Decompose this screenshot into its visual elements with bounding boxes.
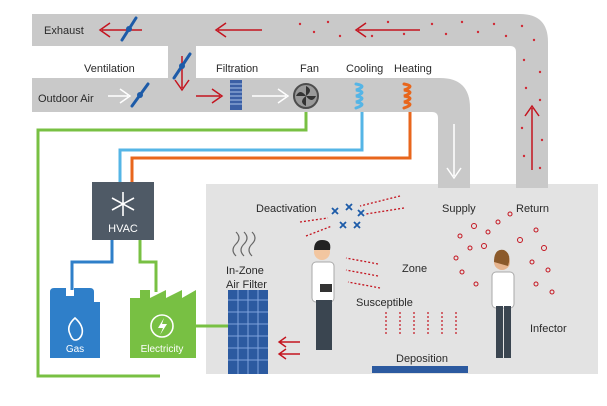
zone-room [206,184,598,374]
hvac-unit: HVAC [92,182,154,240]
exhaust-arrow-1 [98,22,142,38]
ventilation-label: Ventilation [84,63,135,75]
exhaust-particles [298,20,544,170]
cooling-coil [354,82,364,110]
in-zone-arrows [277,336,300,360]
snowflake-icon [111,192,135,216]
air-puff-icon [232,231,256,257]
utility-lines [36,112,412,378]
susceptible-label: Susceptible [356,297,413,309]
deposition-arrows [385,312,457,336]
gas-label: Gas [66,344,84,355]
deactivation-arrows [299,195,405,237]
electricity-label: Electricity [141,344,184,355]
supply-label: Supply [442,203,476,215]
air-filter-label: Air Filter [226,279,267,291]
filtration-label: Filtration [216,63,258,75]
green-line [36,112,308,378]
lightning-icon [150,314,174,338]
gas-unit: Gas [50,288,100,358]
exhaust-arrow-2 [214,22,262,38]
orange-line [130,112,412,184]
outdoor-air-label: Outdoor Air [38,93,94,105]
blue-line [118,112,364,184]
exhaust-duct [32,14,548,186]
deposition-surface [372,366,468,373]
supply-duct [32,78,470,186]
airflow-arrows [98,22,540,180]
flame-icon [68,316,84,341]
susceptible-arrows [345,257,381,289]
electricity-unit: Electricity [130,290,196,358]
cooling-label: Cooling [346,63,383,75]
hvac-label: HVAC [108,223,138,235]
heating-label: Heating [394,63,432,75]
fan-icon [293,83,319,109]
air-filter-icon [228,290,268,374]
infector-person [491,249,515,358]
deposition-label: Deposition [396,353,448,365]
zone-label: Zone [402,263,427,275]
infector-label: Infector [530,323,567,335]
duct-system [32,14,548,188]
ventilation-arrow [174,56,190,92]
fan-label: Fan [300,63,319,75]
deactivation-crosses [331,203,365,229]
in-zone-label: In-Zone [226,265,264,277]
supply-arrow [446,124,462,180]
outdoor-arrow-1 [108,88,132,104]
heating-coil [402,82,412,110]
susceptible-person [311,240,335,350]
outdoor-arrow-2 [196,88,224,104]
exhaust-arrow-3 [354,22,420,38]
filtration-filter [230,80,242,110]
infector-particles [453,211,555,295]
deactivation-label: Deactivation [256,203,317,215]
return-label: Return [516,203,549,215]
outdoor-arrow-3 [252,88,290,104]
return-arrow [524,104,540,170]
exhaust-label: Exhaust [44,25,84,37]
